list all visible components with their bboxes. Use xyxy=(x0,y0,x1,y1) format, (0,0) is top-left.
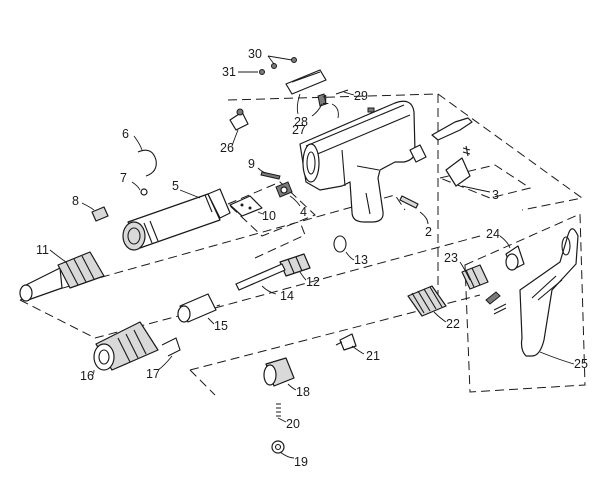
callout-23: 23 xyxy=(444,251,458,265)
part-27-bracket xyxy=(285,69,327,95)
part-16-nozzle xyxy=(93,321,159,371)
callout-16: 16 xyxy=(80,369,94,383)
callout-17: 17 xyxy=(146,367,160,381)
callout-11: 11 xyxy=(36,243,49,257)
part-15-bushing xyxy=(177,293,217,323)
callout-21: 21 xyxy=(366,349,380,363)
callout-26: 26 xyxy=(220,141,234,155)
callout-3: 3 xyxy=(492,188,499,202)
callout-4: 4 xyxy=(300,205,307,219)
callout-7: 7 xyxy=(120,171,127,185)
part-30-screws xyxy=(271,57,297,69)
callout-1: 1 xyxy=(322,93,329,107)
part-28-pin xyxy=(317,93,327,107)
callout-12: 12 xyxy=(306,275,320,289)
part-3-lever-group xyxy=(409,117,473,187)
part-4-bolt xyxy=(275,181,293,198)
callout-9: 9 xyxy=(248,157,255,171)
part-8-clip xyxy=(91,206,109,222)
callout-29: 29 xyxy=(354,89,368,103)
part-25-grip xyxy=(485,228,579,357)
callout-28: 28 xyxy=(294,115,308,129)
part-2-pin xyxy=(399,195,419,209)
callout-6: 6 xyxy=(122,127,129,141)
callout-labels: 1 2 3 4 5 6 7 8 9 10 11 12 13 14 15 16 1… xyxy=(36,47,588,469)
part-5-barrel-sleeve xyxy=(122,188,231,251)
callout-22: 22 xyxy=(446,317,460,331)
callout-19: 19 xyxy=(294,455,308,469)
part-18-collar xyxy=(263,357,295,387)
part-17-clip xyxy=(161,337,181,357)
part-19-nut xyxy=(271,440,285,454)
callout-27: 27 xyxy=(292,123,306,137)
leader-lines xyxy=(49,55,575,459)
callout-2: 2 xyxy=(425,225,432,239)
part-22-spring xyxy=(407,285,447,317)
part-13-ring xyxy=(333,235,347,253)
callout-15: 15 xyxy=(214,319,228,333)
group-frames xyxy=(19,93,586,396)
callout-25: 25 xyxy=(574,357,588,371)
part-6-clip-ring xyxy=(137,149,157,177)
part-9-rod xyxy=(260,171,281,180)
part-29-spring xyxy=(335,89,349,95)
part-31-screw xyxy=(259,69,265,75)
part-10-plate xyxy=(229,195,263,217)
part-26-fitting xyxy=(229,108,249,131)
callout-8: 8 xyxy=(72,194,79,208)
part-23-spring xyxy=(461,264,489,290)
part-21-screw xyxy=(335,333,357,351)
callout-31: 31 xyxy=(222,65,236,79)
part-1-housing xyxy=(299,100,416,223)
part-20-spring xyxy=(276,403,281,417)
callout-5: 5 xyxy=(172,179,179,193)
callout-20: 20 xyxy=(286,417,300,431)
part-7-ball xyxy=(140,188,148,196)
part-24-sleeve xyxy=(505,245,525,271)
part-11-muzzle xyxy=(19,251,105,302)
callout-24: 24 xyxy=(486,227,500,241)
part-12-piston-head xyxy=(279,253,311,277)
callout-10: 10 xyxy=(262,209,276,223)
callout-14: 14 xyxy=(280,289,294,303)
callout-30: 30 xyxy=(248,47,262,61)
part-14-piston-rod xyxy=(235,263,286,291)
callout-18: 18 xyxy=(296,385,310,399)
callout-13: 13 xyxy=(354,253,368,267)
